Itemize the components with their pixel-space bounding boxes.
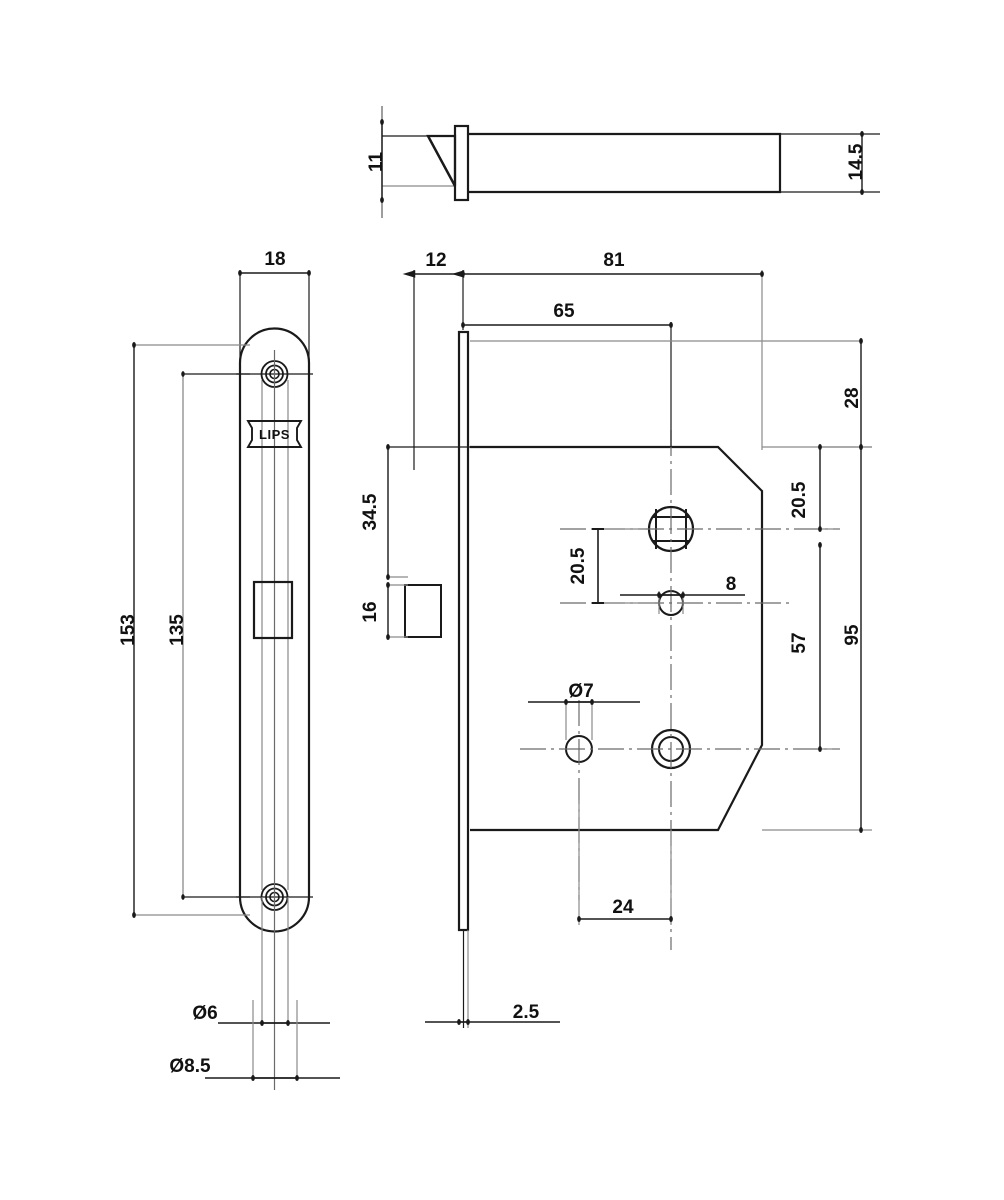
dim-label-28: 28 [842, 387, 863, 408]
case-body-top-section [468, 132, 782, 194]
dim-label-d85: Ø8.5 [169, 1056, 211, 1077]
dim-label-2_5: 2.5 [513, 1002, 540, 1023]
lips-logo-badge: LIPS [246, 420, 303, 448]
lock-case-side-view-group [386, 270, 872, 1028]
dim-label-24: 24 [612, 897, 634, 918]
lips-logo-text: LIPS [259, 427, 290, 442]
case-body-outline [470, 445, 764, 832]
latch-bolt-bevel [426, 135, 457, 187]
top-view-group [380, 106, 880, 218]
dim-label-20_5-inner: 20.5 [568, 547, 589, 584]
latch-opening-cutout [252, 580, 294, 640]
dim-label-81: 81 [603, 250, 625, 271]
dim-label-16: 16 [360, 601, 381, 622]
dim-label-65: 65 [553, 301, 575, 322]
dim-label-14_5: 14.5 [846, 143, 867, 180]
dim-label-d6: Ø6 [192, 1003, 217, 1024]
lips-logo-frame [246, 420, 303, 448]
dim-label-135: 135 [167, 614, 188, 646]
forend-edge [457, 330, 470, 932]
dim-label-18: 18 [264, 249, 285, 270]
faceplate-front-view-group: LIPS [132, 269, 340, 1090]
dim-label-95: 95 [842, 624, 863, 646]
dim-label-153: 153 [118, 614, 139, 646]
dim-label-11: 11 [366, 152, 387, 173]
dimension-labels: 11 14.5 18 153 135 Ø6 Ø8.5 12 81 65 34.5… [118, 143, 867, 1077]
dim-label-34_5: 34.5 [360, 493, 381, 530]
dim-label-d7: Ø7 [568, 681, 593, 702]
dim-label-12: 12 [425, 250, 446, 271]
dim-label-57: 57 [789, 632, 810, 653]
dim-label-8: 8 [726, 574, 737, 595]
faceplate-top-section [453, 124, 470, 202]
latch-opening-side [404, 584, 442, 638]
dim-label-20_5: 20.5 [789, 481, 810, 518]
